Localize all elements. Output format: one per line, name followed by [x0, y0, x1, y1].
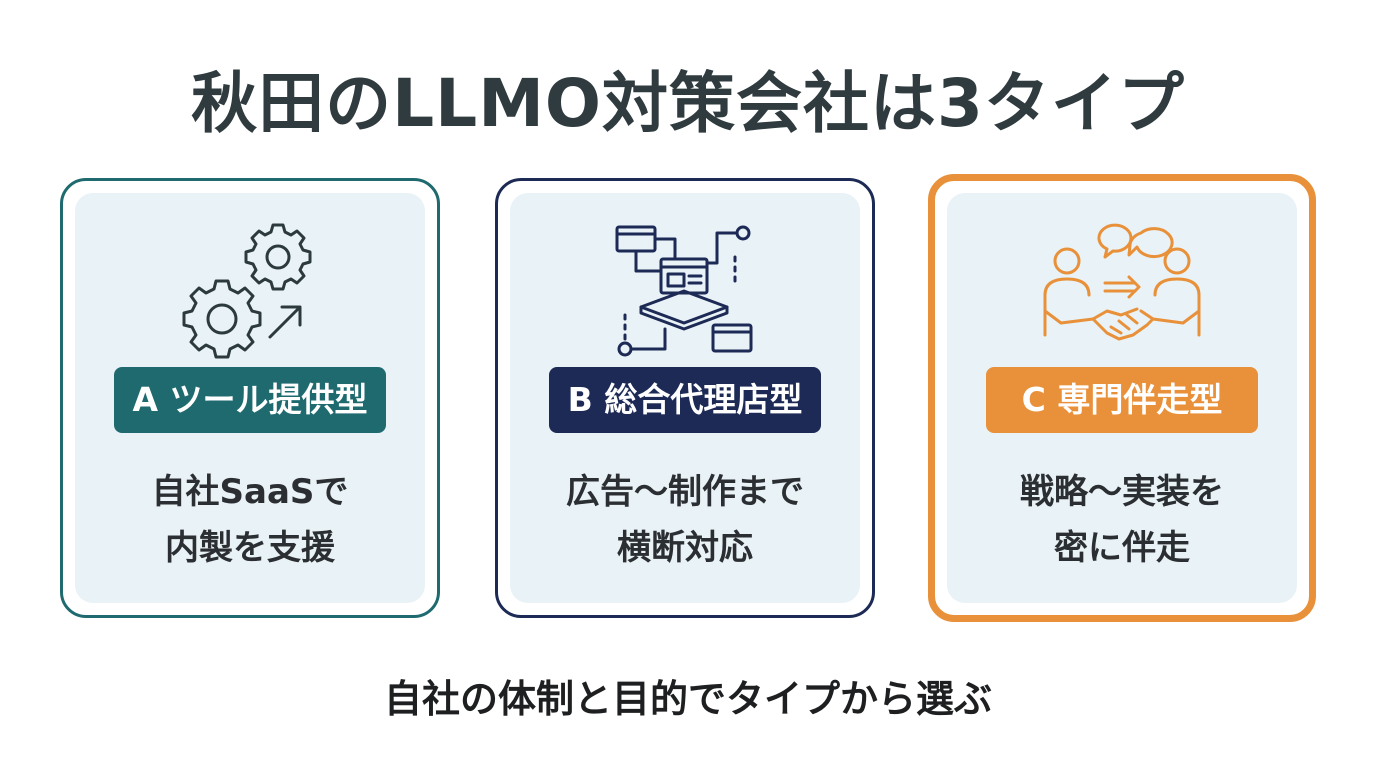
card-tool-provider: A ツール提供型 自社SaaSで 内製を支援 [60, 178, 440, 618]
description-line: 密に伴走 [1054, 528, 1190, 568]
description-line: 横断対応 [617, 528, 753, 568]
card-specialist-partner: C 専門伴走型 戦略〜実装を 密に伴走 [928, 174, 1316, 622]
description-line: 広告〜制作まで [566, 472, 804, 512]
card-general-agency: B 総合代理店型 広告〜制作まで 横断対応 [495, 178, 875, 618]
card-description-c: 戦略〜実装を 密に伴走 [935, 464, 1309, 576]
card-description-a: 自社SaaSで 内製を支援 [63, 464, 437, 576]
page-title: 秋田のLLMO対策会社は3タイプ [191, 65, 1185, 142]
type-badge-b: B 総合代理店型 [549, 367, 821, 433]
type-badge-c: C 専門伴走型 [986, 367, 1258, 433]
gears-arrow-icon [63, 219, 437, 369]
footer-caption: 自社の体制と目的でタイプから選ぶ [383, 677, 992, 721]
description-line: 戦略〜実装を [1020, 472, 1224, 512]
card-description-b: 広告〜制作まで 横断対応 [498, 464, 872, 576]
type-badge-a: A ツール提供型 [114, 367, 386, 433]
handshake-people-icon [935, 211, 1309, 361]
network-windows-icon [498, 219, 872, 369]
description-line: 自社SaaSで [151, 472, 349, 512]
description-line: 内製を支援 [165, 528, 335, 568]
